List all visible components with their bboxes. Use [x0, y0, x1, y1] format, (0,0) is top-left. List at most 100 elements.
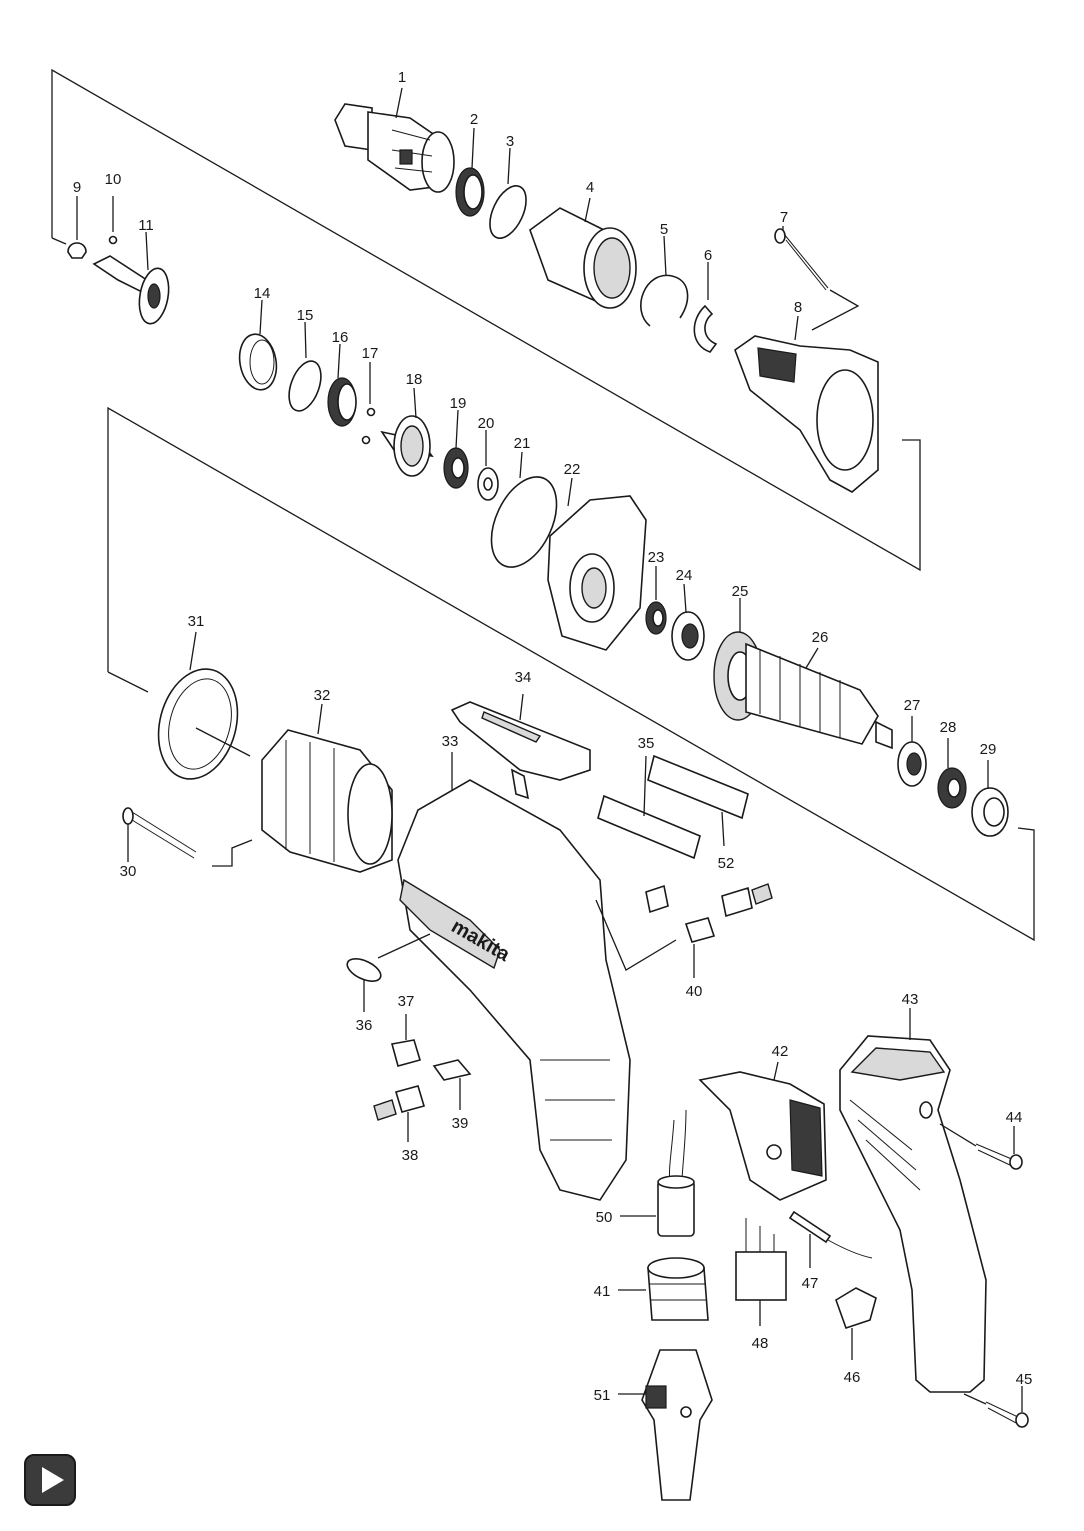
- label-4: 4: [586, 179, 594, 196]
- part-50-cord-guard: [620, 1109, 695, 1237]
- label-22: 22: [564, 461, 581, 478]
- part-26-armature: [745, 642, 893, 750]
- label-15: 15: [297, 307, 314, 324]
- label-44: 44: [1006, 1109, 1023, 1126]
- play-button[interactable]: [24, 1454, 76, 1506]
- group-boundary-lines: [51, 68, 1035, 942]
- label-17: 17: [362, 345, 379, 362]
- part-1-clutch-cap: [334, 87, 455, 193]
- label-5: 5: [660, 221, 668, 238]
- part-32-field: [261, 703, 393, 873]
- label-26: 26: [812, 629, 829, 646]
- label-7: 7: [780, 209, 788, 226]
- label-8: 8: [794, 299, 802, 316]
- part-42-switch: [698, 1061, 827, 1201]
- part-15-o-ring: [288, 321, 322, 412]
- label-19: 19: [450, 395, 467, 412]
- part-3-o-ring: [489, 147, 527, 239]
- label-33: 33: [442, 733, 459, 750]
- part-34-belt-hook: [450, 693, 591, 800]
- label-2: 2: [470, 111, 478, 128]
- part-33-motor-housing: makita: [377, 752, 631, 1201]
- part-17-steel-ball: [361, 362, 376, 445]
- label-29: 29: [980, 741, 997, 758]
- label-37: 37: [398, 993, 415, 1010]
- part-10-ball: [108, 196, 118, 245]
- part-28-ball-bearing: [937, 738, 967, 809]
- label-10: 10: [105, 171, 122, 188]
- part-22-gear-plate: [547, 477, 647, 651]
- part-45-screw: [963, 1386, 1029, 1428]
- part-39-brush-holder-cap: [432, 1059, 472, 1110]
- label-6: 6: [704, 247, 712, 264]
- label-42: 42: [772, 1043, 789, 1060]
- label-27: 27: [904, 697, 921, 714]
- part-46-terminal: [835, 1287, 877, 1360]
- part-31-baffle-ring: [157, 631, 251, 780]
- play-icon: [42, 1467, 64, 1493]
- label-9: 9: [73, 179, 81, 196]
- part-16-bearing: [327, 343, 357, 427]
- part-44-screw: [939, 1123, 1023, 1170]
- label-43: 43: [902, 991, 919, 1008]
- part-7-screw: [774, 226, 860, 331]
- part-36-name-plate: [346, 958, 382, 1012]
- label-23: 23: [648, 549, 665, 566]
- part-48-capacitor: [735, 1218, 787, 1326]
- label-41: 41: [594, 1283, 611, 1300]
- label-20: 20: [478, 415, 495, 432]
- label-45: 45: [1016, 1371, 1033, 1388]
- label-40: 40: [686, 983, 703, 1000]
- label-34: 34: [515, 669, 532, 686]
- part-52-label: [647, 754, 749, 847]
- part-51-cord: [618, 1349, 713, 1501]
- part-14-sleeve: [238, 299, 278, 391]
- label-11: 11: [138, 217, 154, 234]
- label-51: 51: [594, 1387, 611, 1404]
- label-36: 36: [356, 1017, 373, 1034]
- label-3: 3: [506, 133, 514, 150]
- part-9-washer: [67, 196, 87, 259]
- label-18: 18: [406, 371, 423, 388]
- part-4-gear-housing: [529, 197, 637, 309]
- part-19-needle-bearing: [443, 409, 469, 489]
- part-5-snap-ring: [640, 235, 689, 327]
- label-1: 1: [398, 69, 406, 86]
- label-30: 30: [120, 863, 137, 880]
- label-16: 16: [332, 329, 349, 346]
- part-2-ring: [455, 127, 485, 217]
- label-28: 28: [940, 719, 957, 736]
- part-37-brush-holder: [390, 1014, 422, 1067]
- part-47-noise-suppressor: [788, 1210, 873, 1268]
- part-20-flat-washer: [477, 430, 499, 501]
- part-43-handle-housing: [839, 1008, 987, 1393]
- part-24-ball-bearing: [671, 583, 705, 661]
- label-50: 50: [596, 1209, 613, 1226]
- part-6-retainer: [693, 262, 718, 353]
- label-14: 14: [254, 285, 271, 302]
- label-24: 24: [676, 567, 693, 584]
- label-39: 39: [452, 1115, 469, 1132]
- part-27-bearing: [897, 716, 927, 787]
- label-21: 21: [514, 435, 531, 452]
- label-52: 52: [718, 855, 735, 872]
- part-40-brush-set: [595, 883, 773, 978]
- part-11-spindle: [92, 231, 170, 325]
- part-30-screw: [122, 807, 253, 867]
- part-21-gasket: [490, 451, 558, 568]
- part-35-label: [597, 755, 701, 860]
- part-29-insulation-washer: [971, 760, 1009, 837]
- label-46: 46: [844, 1369, 861, 1386]
- part-38-carbon-brush: [373, 1085, 426, 1142]
- part-number-labels: 1 2 3 4 5 6 7 8 9 10 11 14 15 16 17 18 1…: [73, 69, 1033, 1404]
- part-18-spindle-gear: [380, 387, 434, 477]
- part-8-front-housing: [734, 315, 879, 493]
- part-23-bearing: [645, 566, 667, 635]
- label-31: 31: [188, 613, 205, 630]
- label-32: 32: [314, 687, 331, 704]
- label-35: 35: [638, 735, 655, 752]
- label-47: 47: [802, 1275, 819, 1292]
- label-25: 25: [732, 583, 749, 600]
- label-48: 48: [752, 1335, 769, 1352]
